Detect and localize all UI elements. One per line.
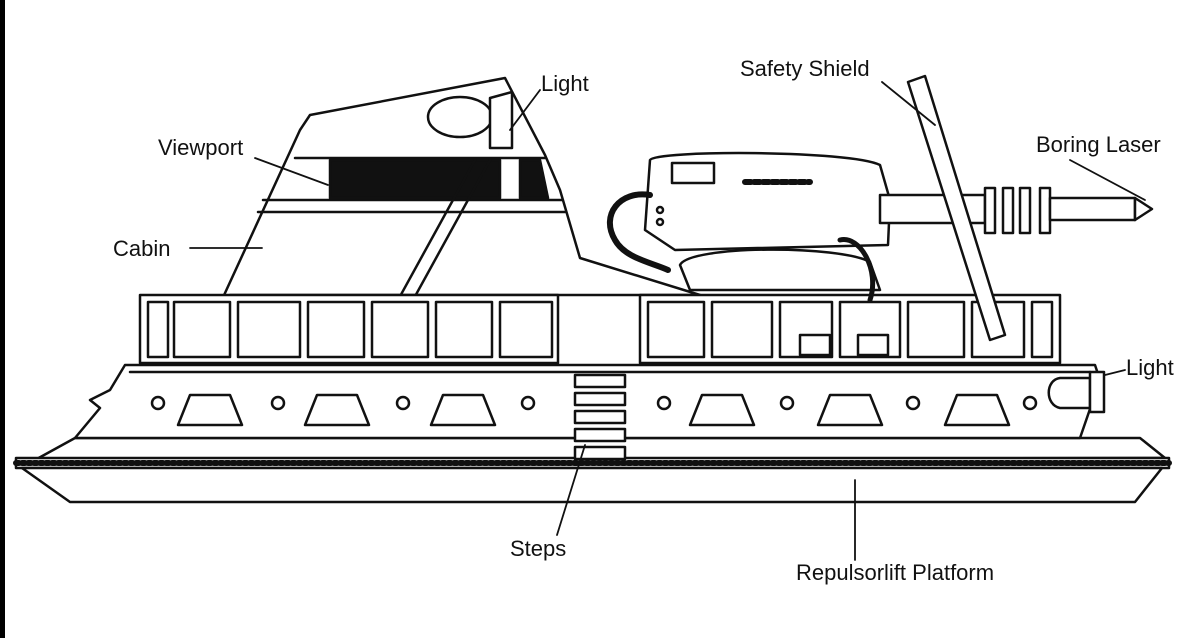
- right-light-shape: [1047, 370, 1106, 414]
- label-light-right: Light: [1126, 355, 1174, 380]
- label-cabin: Cabin: [113, 236, 171, 261]
- safety-shield-shape: [906, 74, 1007, 342]
- steps-shape: [573, 373, 627, 461]
- repulsorlift-platform-shape: [13, 436, 1172, 504]
- cabin-shape: [206, 76, 702, 362]
- label-light-top: Light: [541, 71, 589, 96]
- label-repulsorlift-platform: Repulsorlift Platform: [796, 560, 995, 585]
- label-boring-laser: Boring Laser: [1036, 132, 1161, 157]
- label-viewport: Viewport: [158, 135, 244, 160]
- deck-railing-shape: [138, 293, 1062, 365]
- left-border-bar: [0, 0, 5, 638]
- label-safety-shield: Safety Shield: [740, 56, 870, 81]
- boring-laser-shape: [607, 151, 1154, 303]
- label-steps: Steps: [510, 536, 567, 561]
- leader-lines: [189, 81, 1146, 561]
